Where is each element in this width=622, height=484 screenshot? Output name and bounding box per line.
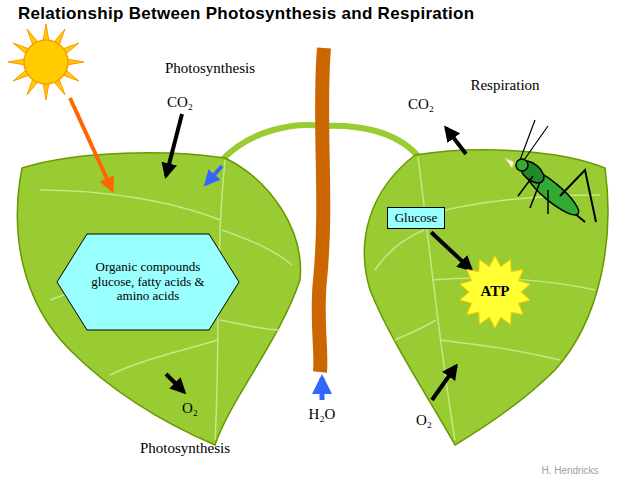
chemical-label: O₂: [182, 400, 198, 417]
grasshopper: [505, 120, 596, 222]
o2-arrow: [166, 374, 184, 392]
energy-star: ATP: [459, 256, 531, 328]
light-arrow: [70, 98, 112, 190]
chemical-label: H₂O: [309, 406, 336, 423]
co2-arrow: [166, 114, 182, 176]
process-box: Glucose: [387, 207, 446, 230]
o2-arrow: [432, 366, 456, 400]
process-label: Photosynthesis: [140, 440, 230, 457]
flow-arrow: [431, 232, 471, 269]
process-label: Respiration: [470, 77, 539, 94]
chemical-label: CO₂: [408, 96, 434, 113]
water-arrow: [320, 378, 325, 400]
water-arrow: [206, 166, 222, 184]
title: Relationship Between Photosynthesis and …: [18, 4, 474, 24]
stem: [319, 48, 324, 372]
leaf: [17, 153, 300, 445]
node-text: ATP: [481, 283, 510, 300]
node-text: Glucose: [395, 211, 438, 226]
leaf-veins: [40, 160, 292, 440]
compound-hexagon: Organic compounds glucose, fatty acids &…: [57, 234, 239, 330]
leaf: [364, 150, 608, 445]
sun: [8, 24, 84, 100]
chemical-label: O₂: [416, 412, 432, 429]
co2-arrow: [446, 128, 466, 154]
chemical-label: CO₂: [167, 94, 193, 111]
node-text: Organic compounds glucose, fatty acids &…: [85, 260, 211, 305]
watermark: H. Hendricks: [541, 465, 598, 476]
leaf-veins: [375, 157, 600, 440]
process-label: Photosynthesis: [165, 60, 255, 77]
